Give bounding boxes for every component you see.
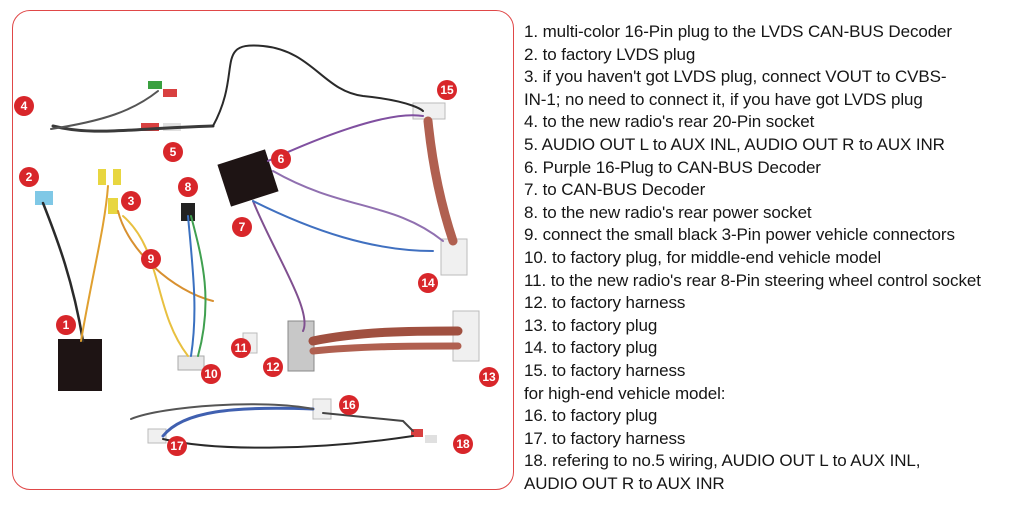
- legend-item-8: 8. to the new radio's rear power socket: [524, 202, 812, 222]
- callout-15: 15: [437, 80, 457, 100]
- factory-harness-12: [287, 320, 315, 372]
- legend-list: 1. multi-color 16-Pin plug to the LVDS C…: [524, 21, 1020, 495]
- factory-plug-10: [177, 355, 205, 371]
- lvds-plug: [35, 191, 53, 205]
- callout-16: 16: [339, 395, 359, 415]
- legend-heading-high-end: for high-end vehicle model:: [524, 383, 726, 403]
- legend-item-3: 3. if you haven't got LVDS plug, connect…: [524, 67, 947, 87]
- legend-item-2: 2. to factory LVDS plug: [524, 44, 696, 64]
- wiring-harness-illustration: [35, 44, 480, 449]
- factory-plug-16: [312, 398, 332, 420]
- legend-item-9: 9. connect the small black 3-Pin power v…: [524, 225, 955, 245]
- callout-12: 12: [263, 357, 283, 377]
- legend-item-12: 12. to factory harness: [524, 293, 686, 313]
- rca-white-18: [425, 435, 437, 443]
- rca-red: [141, 123, 159, 131]
- callout-8: 8: [178, 177, 198, 197]
- legend-item-17: 17. to factory harness: [524, 428, 686, 448]
- legend-item-7: 7. to CAN-BUS Decoder: [524, 180, 706, 200]
- rca-red-2: [163, 89, 177, 97]
- callout-18: 18: [453, 434, 473, 454]
- callout-14: 14: [418, 273, 438, 293]
- callout-7: 7: [232, 217, 252, 237]
- legend-item-1: 1. multi-color 16-Pin plug to the LVDS C…: [524, 22, 952, 41]
- callout-17: 17: [167, 436, 187, 456]
- callout-10: 10: [201, 364, 221, 384]
- legend-item-6: 6. Purple 16-Plug to CAN-BUS Decoder: [524, 157, 821, 177]
- legend-item-3b: IN-1; no need to connect it, if you have…: [524, 89, 923, 109]
- callout-5: 5: [163, 142, 183, 162]
- factory-plug-13: [452, 310, 480, 362]
- wire-bundles: [41, 44, 463, 449]
- legend-item-18b: AUDIO OUT R to AUX INR: [524, 473, 725, 493]
- decoder-box-7: [217, 149, 279, 207]
- rca-red-18: [411, 429, 423, 437]
- decoder-box-1: [58, 339, 102, 391]
- legend-item-16: 16. to factory plug: [524, 406, 658, 426]
- legend-item-11: 11. to the new radio's rear 8-Pin steeri…: [524, 270, 981, 290]
- rca-yellow-2: [113, 169, 121, 185]
- factory-harness-15: [412, 102, 446, 120]
- callout-11: 11: [231, 338, 251, 358]
- legend-item-10: 10. to factory plug, for middle-end vehi…: [524, 247, 882, 267]
- callout-4: 4: [14, 96, 34, 116]
- legend-item-15: 15. to factory harness: [524, 360, 686, 380]
- legend-item-4: 4. to the new radio's rear 20-Pin socket: [524, 112, 815, 132]
- callout-1: 1: [56, 315, 76, 335]
- legend-item-14: 14. to factory plug: [524, 338, 658, 358]
- factory-harness-17: [147, 428, 167, 444]
- rca-green: [148, 81, 162, 89]
- rca-yellow-3: [108, 198, 118, 214]
- harness-photo: 1 2 3 4 5 6 7 8 9 10 11 12 13 14 15 16 1…: [12, 10, 514, 490]
- legend-item-5: 5. AUDIO OUT L to AUX INL, AUDIO OUT R t…: [524, 134, 945, 154]
- legend-item-13: 13. to factory plug: [524, 315, 658, 335]
- rca-yellow-1: [98, 169, 106, 185]
- legend-item-18: 18. refering to no.5 wiring, AUDIO OUT L…: [524, 451, 921, 471]
- callout-6: 6: [271, 149, 291, 169]
- callout-9: 9: [141, 249, 161, 269]
- callout-2: 2: [19, 167, 39, 187]
- callout-3: 3: [121, 191, 141, 211]
- callout-13: 13: [479, 367, 499, 387]
